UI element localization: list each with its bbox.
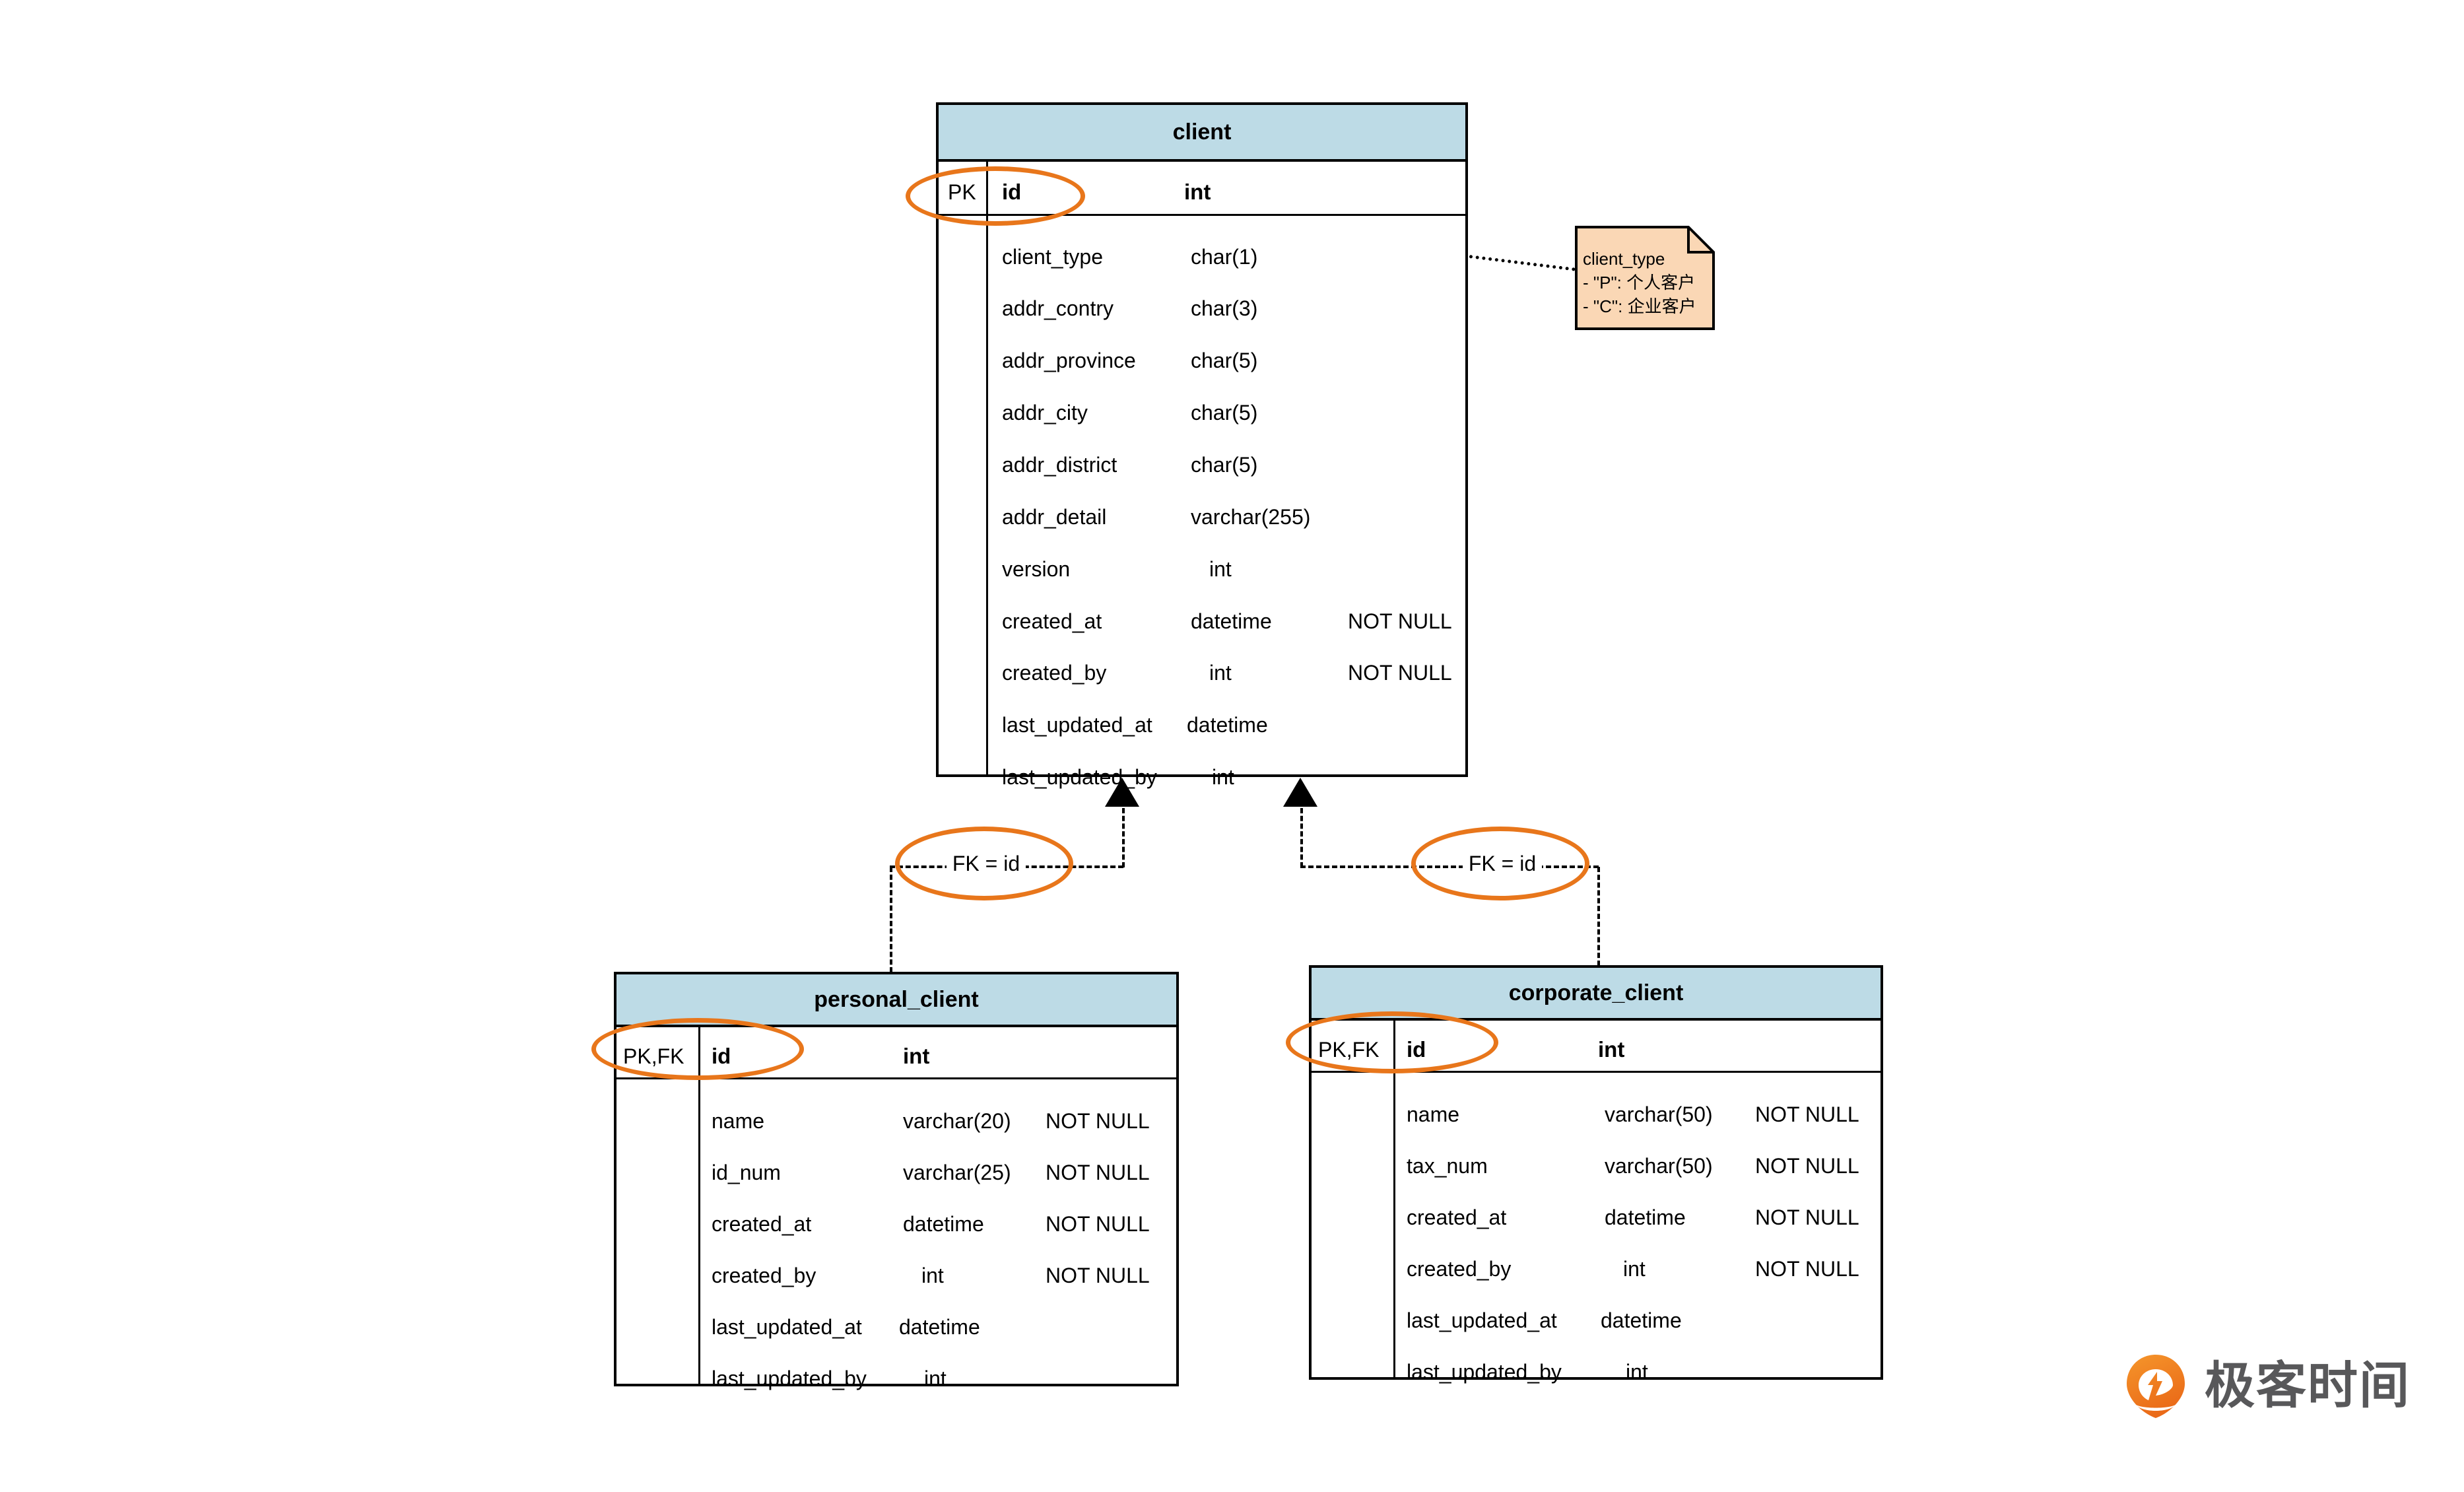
- fk-label-ellipse-personal: [895, 827, 1073, 900]
- entity-personal-client-field-name: name: [712, 1109, 765, 1133]
- entity-corporate-client-field-name: last_updated_at: [1407, 1308, 1557, 1332]
- entity-corporate-client-field-type: datetime: [1601, 1308, 1682, 1332]
- entity-personal-client-key-divider: [698, 1027, 700, 1386]
- entity-corporate-client-field-name: name: [1407, 1102, 1460, 1126]
- entity-corporate-client-field-type: datetime: [1605, 1205, 1686, 1229]
- entity-corporate-client-field-name: created_at: [1407, 1205, 1507, 1229]
- entity-client-field-name: addr_province: [1002, 349, 1136, 372]
- entity-client-field-name: addr_contry: [1002, 296, 1114, 320]
- entity-client-field-type: char(5): [1191, 401, 1258, 424]
- entity-client-key-divider: [986, 162, 988, 777]
- entity-client-field-type: char(5): [1191, 453, 1258, 477]
- entity-corporate-client-field-name: created_by: [1407, 1257, 1512, 1281]
- note-line-corporate: - "C": 企业客户: [1583, 296, 1696, 316]
- fk-line-personal-vertical-up: [1122, 808, 1125, 867]
- entity-personal-client-pk-separator: [616, 1077, 1176, 1079]
- entity-personal-client-field-type: varchar(25): [903, 1161, 1011, 1184]
- entity-client-field-type: char(3): [1191, 296, 1258, 320]
- fk-arrow-personal: [1105, 778, 1139, 807]
- entity-personal-client-field-type: varchar(20): [903, 1109, 1011, 1133]
- entity-corporate-client-key-divider: [1393, 1021, 1395, 1380]
- watermark-geektime: 极客时间: [2121, 1352, 2411, 1421]
- fk-line-personal-vertical-down: [890, 867, 892, 972]
- entity-client-title: client: [939, 105, 1465, 162]
- entity-corporate-client-field-type: int: [1623, 1257, 1646, 1281]
- entity-personal-client-field-name: created_at: [712, 1212, 812, 1236]
- entity-client-field-name: last_updated_by: [1002, 765, 1157, 789]
- entity-client-field-name: addr_city: [1002, 401, 1088, 424]
- entity-corporate-client-field-constraint: NOT NULL: [1755, 1102, 1859, 1126]
- entity-corporate-client-field-type: int: [1626, 1360, 1648, 1384]
- entity-corporate-client-field-type: varchar(50): [1605, 1102, 1713, 1126]
- entity-client-field-type: char(1): [1191, 245, 1258, 269]
- entity-client-field-name: version: [1002, 557, 1071, 581]
- entity-personal-client-field-constraint: NOT NULL: [1046, 1212, 1150, 1236]
- entity-client-field-name: addr_district: [1002, 453, 1117, 477]
- entity-client-pk-separator: [939, 214, 1465, 216]
- entity-personal-client-field-type: int: [924, 1367, 947, 1390]
- pk-highlight-ellipse-personal-client: [591, 1018, 804, 1080]
- entity-personal-client-field-type: datetime: [899, 1315, 980, 1339]
- fk-line-corporate-vertical-down: [1597, 867, 1600, 966]
- entity-client-field-type: varchar(255): [1191, 505, 1311, 529]
- fk-label-corporate: FK = id: [1463, 853, 1542, 874]
- entity-corporate-client-field-constraint: NOT NULL: [1755, 1154, 1859, 1178]
- entity-personal-client-field-type: datetime: [903, 1212, 984, 1236]
- entity-corporate-client-field-constraint: NOT NULL: [1755, 1257, 1859, 1281]
- entity-personal-client-field-constraint: NOT NULL: [1046, 1161, 1150, 1184]
- entity-personal-client-field-name: created_by: [712, 1264, 816, 1287]
- note-shape: [1575, 226, 1715, 330]
- entity-client-field-name: addr_detail: [1002, 505, 1107, 529]
- entity-client-field-name: created_at: [1002, 609, 1102, 633]
- entity-client-field-type: int: [1209, 661, 1232, 685]
- entity-corporate-client-pk-separator: [1312, 1071, 1881, 1073]
- entity-client-field-name: created_by: [1002, 661, 1107, 685]
- entity-corporate-client-field-constraint: NOT NULL: [1755, 1205, 1859, 1229]
- entity-corporate-client-body: PK,FK id int name varchar(50) NOT NULL t…: [1312, 1021, 1881, 1384]
- entity-personal-client-field-name: last_updated_by: [712, 1367, 867, 1390]
- watermark-text: 极客时间: [2205, 1358, 2411, 1414]
- entity-client-field-name: client_type: [1002, 245, 1103, 269]
- pk-highlight-ellipse-corporate-client: [1286, 1011, 1498, 1073]
- fk-line-corporate-vertical-up: [1300, 808, 1303, 867]
- entity-personal-client-field-constraint: NOT NULL: [1046, 1264, 1150, 1287]
- entity-corporate-client-field-name: last_updated_by: [1407, 1360, 1562, 1384]
- entity-personal-client-pk-type: int: [903, 1044, 930, 1068]
- fk-label-ellipse-corporate: [1411, 827, 1589, 900]
- entity-client-field-type: datetime: [1187, 713, 1268, 737]
- entity-client-pk-type: int: [1184, 180, 1211, 204]
- entity-corporate-client-field-name: tax_num: [1407, 1154, 1488, 1178]
- note-client-type: client_type - "P": 个人客户 - "C": 企业客户: [1575, 226, 1715, 330]
- entity-client-field-constraint: NOT NULL: [1348, 609, 1452, 633]
- note-line-personal: - "P": 个人客户: [1583, 273, 1696, 292]
- note-title: client_type: [1583, 249, 1665, 269]
- entity-personal-client-field-name: last_updated_at: [712, 1315, 862, 1339]
- entity-client-field-type: int: [1212, 765, 1234, 789]
- entity-personal-client-body: PK,FK id int name varchar(20) NOT NULL i…: [616, 1027, 1176, 1390]
- entity-client-field-name: last_updated_at: [1002, 713, 1152, 737]
- entity-personal-client-field-type: int: [921, 1264, 944, 1287]
- entity-client-field-type: datetime: [1191, 609, 1272, 633]
- entity-corporate-client-field-type: varchar(50): [1605, 1154, 1713, 1178]
- entity-client-field-type: char(5): [1191, 349, 1258, 372]
- entity-corporate-client-pk-type: int: [1598, 1037, 1625, 1062]
- entity-personal-client[interactable]: personal_client PK,FK id int name varcha…: [614, 972, 1179, 1390]
- entity-client-field-constraint: NOT NULL: [1348, 661, 1452, 685]
- entity-personal-client-field-name: id_num: [712, 1161, 781, 1184]
- entity-client-body: PK id int client_type char(1) addr_contr…: [939, 162, 1465, 788]
- fk-arrow-corporate: [1283, 778, 1317, 807]
- entity-corporate-client-title: corporate_client: [1312, 968, 1881, 1021]
- pk-highlight-ellipse-client: [906, 166, 1085, 226]
- entity-personal-client-field-constraint: NOT NULL: [1046, 1109, 1150, 1133]
- geektime-logo-icon: [2121, 1352, 2190, 1421]
- entity-client-field-type: int: [1209, 557, 1232, 581]
- fk-label-personal: FK = id: [947, 853, 1026, 874]
